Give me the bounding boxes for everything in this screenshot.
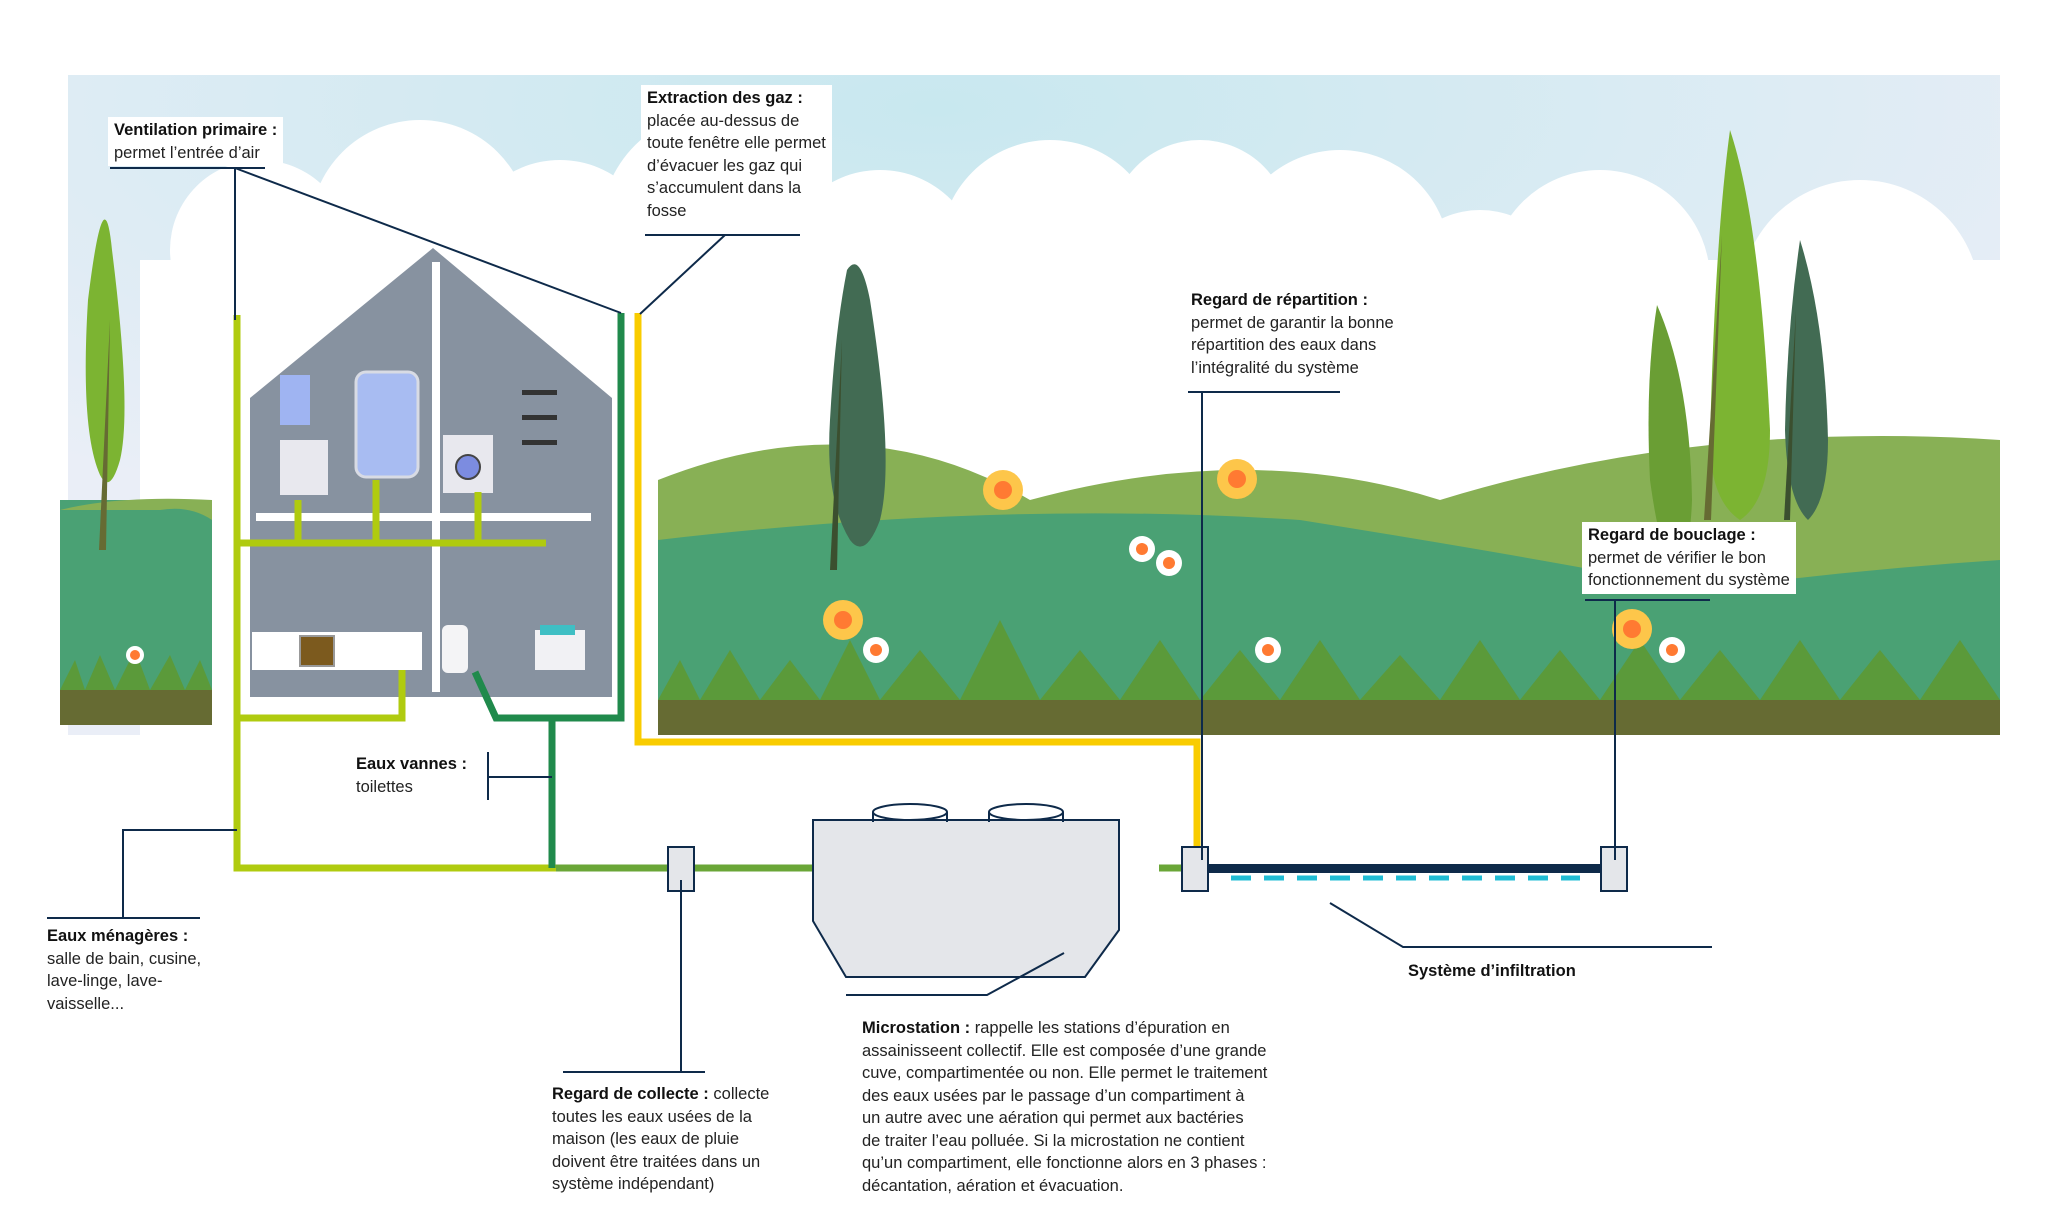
label-eaux-menageres: Eaux ménagères : salle de bain, cusine, … [47,925,201,1015]
label-line: répartition des eaux dans [1191,336,1377,354]
label-title: Microstation : [862,1019,971,1037]
bench-icon [535,630,585,670]
label-line: de traiter l’eau polluée. Si la microsta… [862,1131,1245,1150]
label-inline: rappelle les stations d’épuration en [970,1019,1230,1037]
label-eaux-vannes: Eaux vannes : toilettes [356,753,467,798]
label-line: placée au-dessus de [647,111,800,130]
label-systeme-infiltration: Système d’infiltration [1408,960,1576,983]
infiltration-system [1207,864,1605,881]
label-line: fonctionnement du système [1588,571,1790,589]
microstation-tank [812,803,1120,978]
label-line: toilettes [356,777,413,796]
label-line: des eaux usées par le passage d’un compa… [862,1086,1245,1105]
label-title: Eaux vannes : [356,755,467,773]
label-line: lave-linge, lave- [47,972,163,990]
label-line: toute fenêtre elle permet [647,134,826,152]
label-title: Ventilation primaire : [114,121,278,139]
label-line: décantation, aération et évacuation. [862,1176,1124,1195]
label-title: Extraction des gaz : [647,89,803,107]
label-title: Regard de collecte : [552,1085,709,1103]
black-water-pipe [471,313,625,868]
label-line: permet l’entrée d’air [114,143,260,162]
label-line: salle de bain, cusine, [47,949,202,968]
label-title: Eaux ménagères : [47,927,189,945]
left-landscape [60,219,212,725]
label-line: l’intégralité du système [1191,358,1359,377]
label-title: Regard de répartition : [1191,291,1368,309]
label-line: permet de vérifier le bon [1588,548,1766,567]
label-regard-bouclage: Regard de bouclage : permet de vérifier … [1582,522,1796,594]
toilet-icon [442,625,468,673]
shelves-icon [522,390,557,395]
label-title: Regard de bouclage : [1588,526,1756,544]
label-regard-repartition: Regard de répartition : permet de garant… [1185,287,1400,381]
label-line: permet de garantir la bonne [1191,313,1394,332]
label-line: doivent être traitées dans un [552,1152,761,1171]
label-first-line: Microstation : rappelle les stations d’é… [862,1017,1267,1040]
label-line: un autre avec une aération qui permet au… [862,1109,1244,1127]
shower-icon [354,370,420,479]
kitchen-icon [252,632,422,670]
label-regard-collecte: Regard de collecte : collecte toutes les… [552,1083,769,1196]
label-ventilation-primaire: Ventilation primaire : permet l’entrée d… [108,117,284,166]
label-line: s’accumulent dans la [647,179,802,197]
label-line: toutes les eaux usées de la [552,1107,752,1126]
label-line: maison (les eaux de pluie [552,1130,740,1148]
house [250,248,612,697]
label-line: qu’un compartiment, elle fonctionne alor… [862,1154,1267,1172]
label-line: cuve, compartimentée ou non. Elle permet… [862,1064,1268,1082]
flowers [823,459,1685,663]
distribution-manhole [1181,846,1209,892]
label-line: assainisseent collectif. Elle est compos… [862,1041,1267,1060]
gas-extraction-pipe [634,313,1201,862]
label-inline: collecte [708,1085,770,1103]
label-line: fosse [647,201,687,220]
sink-icon [280,440,328,495]
right-landscape [658,130,2000,735]
label-line: système indépendant) [552,1175,715,1193]
label-microstation: Microstation : rappelle les stations d’é… [862,1017,1267,1197]
label-extraction-gaz: Extraction des gaz : placée au-dessus de… [641,85,832,224]
grey-water-pipes [233,315,560,872]
label-title: Système d’infiltration [1408,962,1576,980]
label-first-line: Regard de collecte : collecte [552,1083,769,1106]
label-line: vaisselle... [47,994,125,1013]
label-line: d’évacuer les gaz qui [647,156,803,175]
leader-lines [47,167,1712,1073]
